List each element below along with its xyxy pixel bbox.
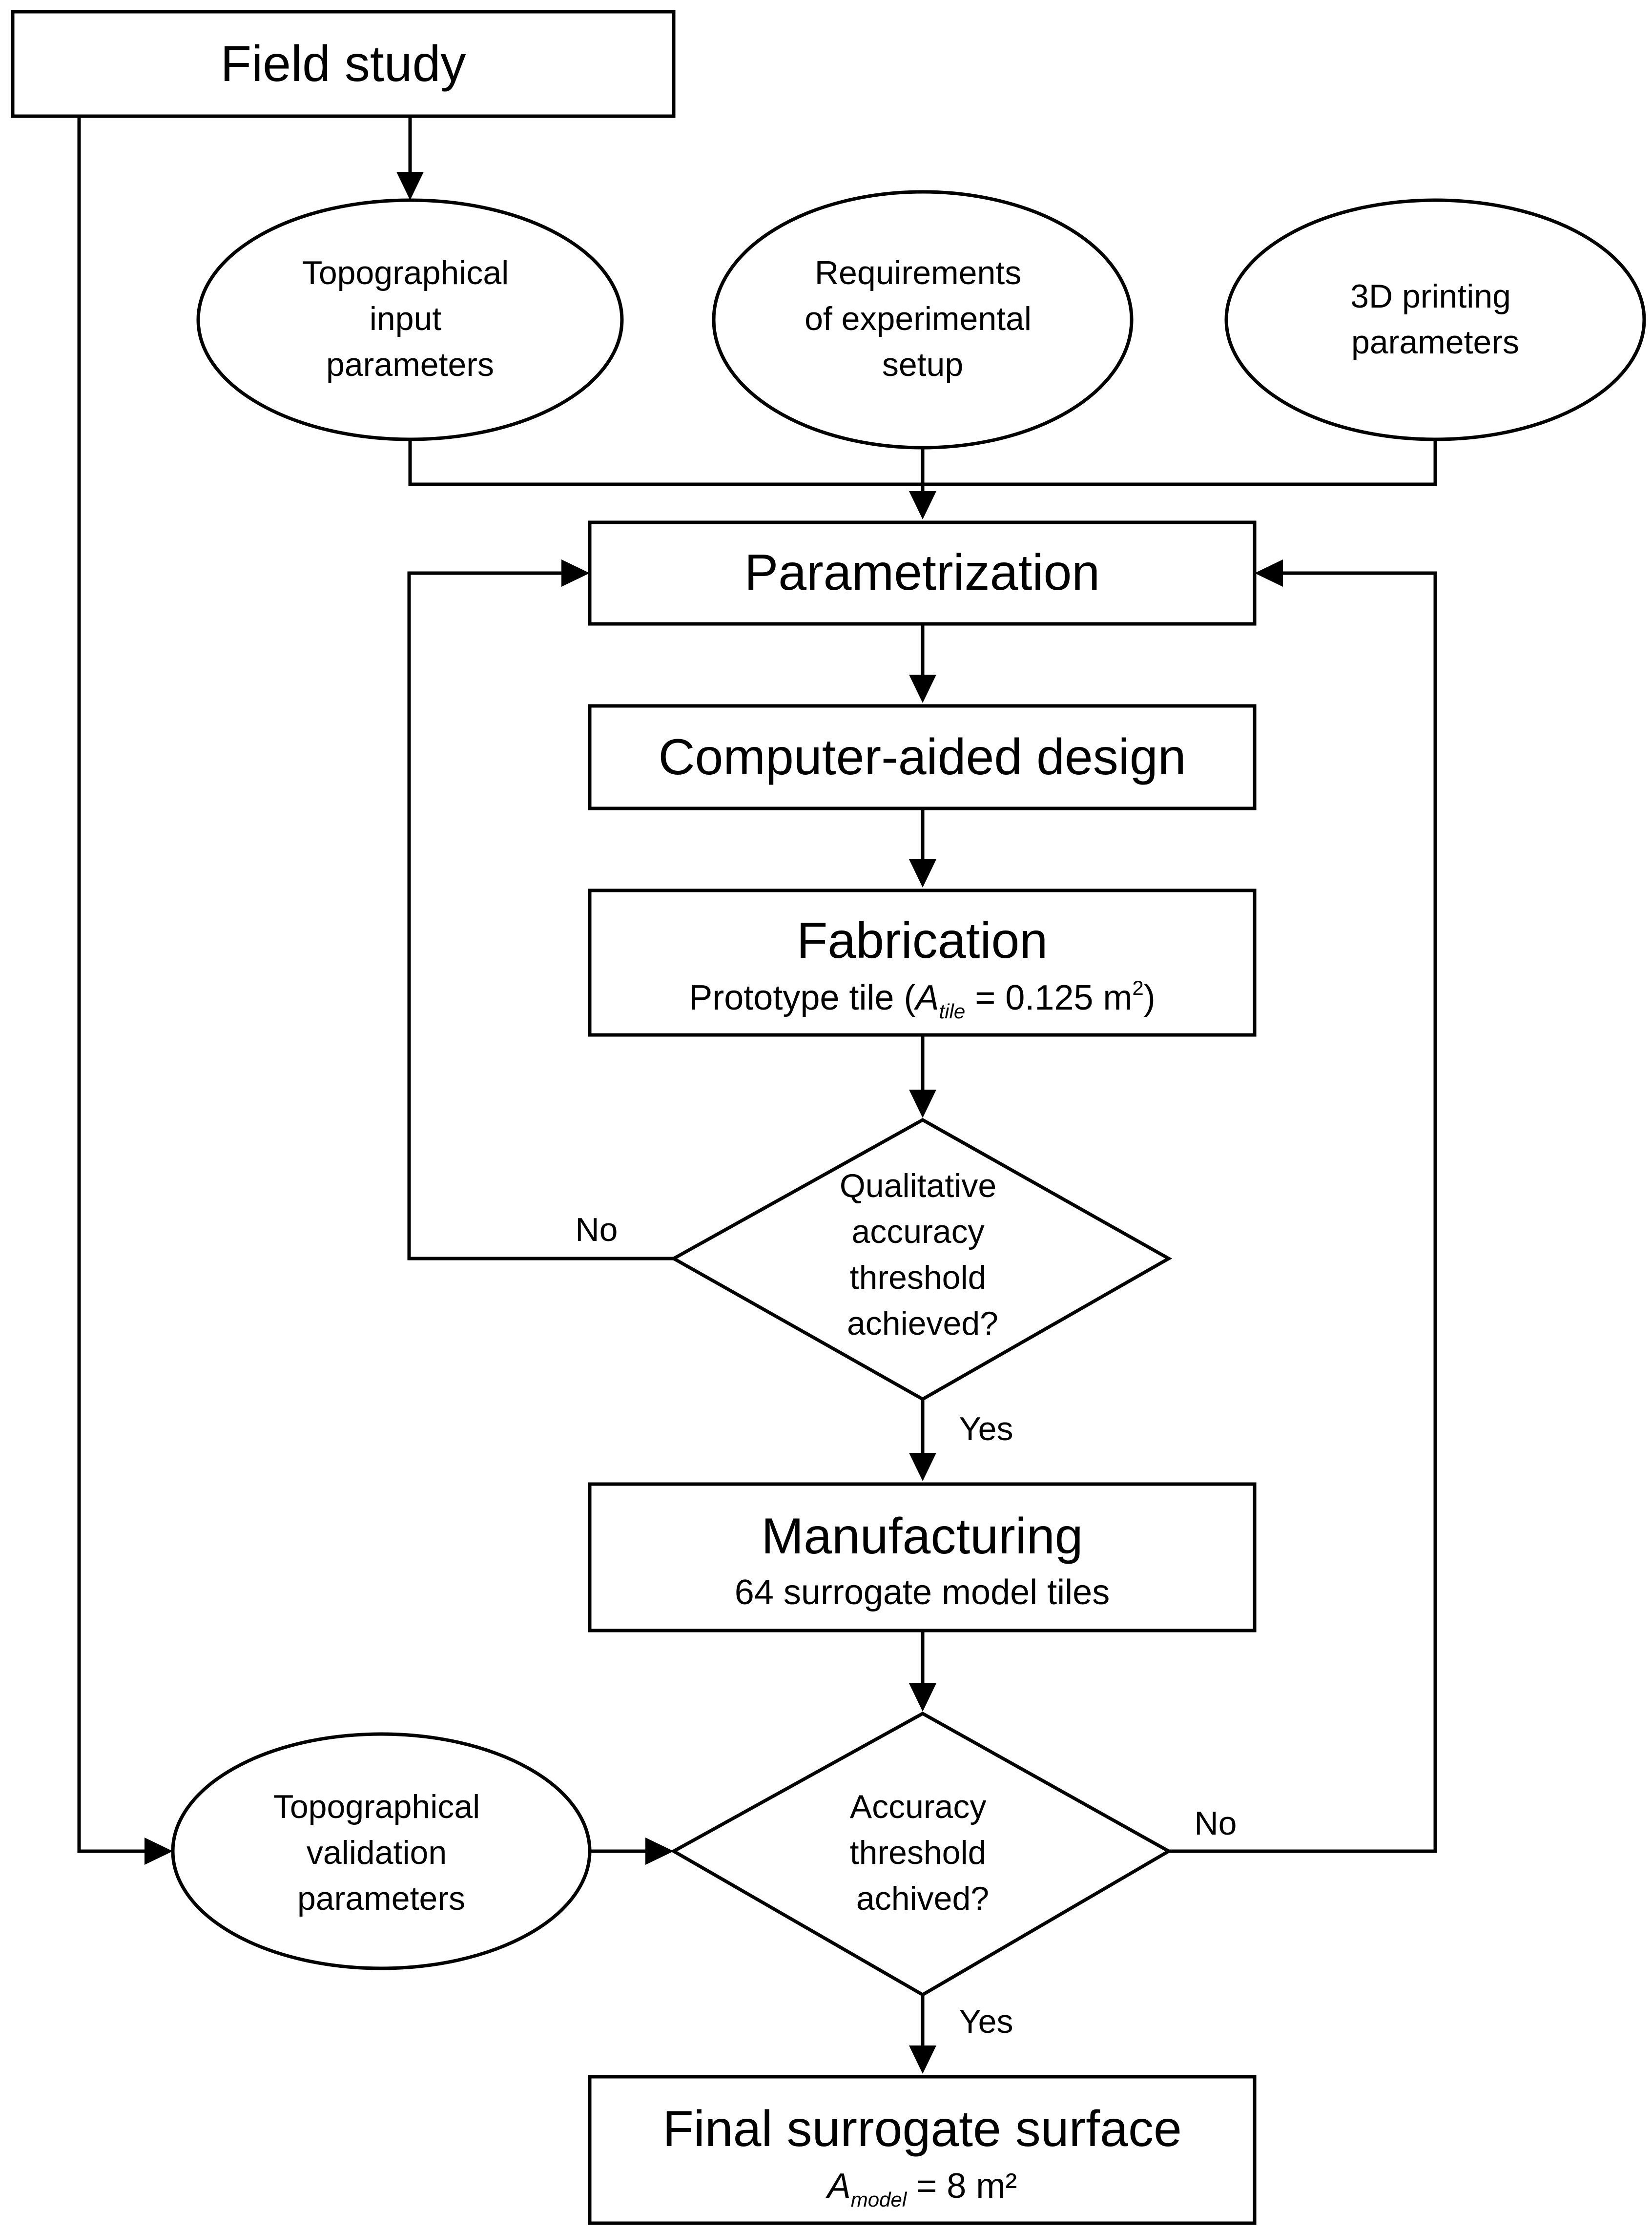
edge-labels: No Yes No Yes: [576, 1211, 1237, 2040]
accuracy-yes-label: Yes: [959, 2003, 1013, 2040]
topo-input-label: Topographical input parameters: [302, 254, 518, 383]
node-fabrication: Fabrication Prototype tile (Atile = 0.12…: [588, 888, 1257, 1037]
fabrication-title: Fabrication: [797, 912, 1048, 969]
node-manufacturing: Manufacturing 64 surrogate model tiles: [588, 1482, 1257, 1632]
node-qualitative-check: Qualitative accuracy threshold achieved?: [670, 1117, 1173, 1402]
node-topo-validation: Topographical validation parameters: [171, 1732, 592, 1970]
fabrication-subtitle: Prototype tile (Atile = 0.125 m2): [689, 976, 1156, 1023]
node-cad: Computer-aided design: [588, 704, 1257, 810]
qualitative-no-label: No: [576, 1211, 618, 1248]
node-3d-printing: 3D printing parameters: [1224, 198, 1646, 441]
arrowhead-final: [909, 2045, 936, 2074]
arrowhead-parametrization-left: [561, 559, 590, 587]
node-parametrization: Parametrization: [588, 520, 1257, 626]
edge-inputs-merge: [408, 439, 1437, 491]
arrowhead-topo-input: [396, 172, 424, 200]
cad-label: Computer-aided design: [658, 729, 1186, 785]
qualitative-check-label: Qualitative accuracy threshold achieved?: [840, 1167, 1006, 1342]
node-requirements: Requirements of experimental setup: [712, 190, 1134, 450]
edge-accuracy-no-loop: [1169, 571, 1437, 1853]
arrowhead-qualitative: [909, 1090, 936, 1118]
final-surface-subtitle: Amodel = 8 m²: [826, 2167, 1017, 2211]
edges: [77, 116, 1437, 2074]
requirements-label: Requirements of experimental setup: [805, 254, 1041, 383]
arrowhead-accuracy: [909, 1683, 936, 1712]
parametrization-label: Parametrization: [744, 544, 1100, 601]
node-final-surface: Final surrogate surface Amodel = 8 m²: [588, 2075, 1257, 2225]
arrowhead-manufacturing: [909, 1453, 936, 1481]
final-surface-title: Final surrogate surface: [662, 2101, 1182, 2157]
arrowhead-parametrization-right: [1255, 559, 1283, 587]
field-study-label: Field study: [221, 36, 466, 92]
arrowhead-fabrication: [909, 859, 936, 888]
manufacturing-title: Manufacturing: [761, 1508, 1083, 1565]
edge-qualitative-no-loop: [407, 571, 674, 1260]
accuracy-no-label: No: [1195, 1805, 1237, 1842]
accuracy-check-label: Accuracy threshold achived?: [850, 1788, 996, 1917]
arrowhead-topo-validation: [145, 1838, 173, 1865]
printing-label: 3D printing parameters: [1350, 278, 1520, 361]
node-accuracy-check: Accuracy threshold achived?: [670, 1711, 1173, 1997]
qualitative-yes-label: Yes: [959, 1410, 1013, 1447]
topo-validation-label: Topographical validation parameters: [273, 1788, 489, 1917]
node-field-study: Field study: [11, 10, 676, 118]
arrowhead-accuracy-left: [645, 1838, 674, 1865]
arrowhead-cad: [909, 675, 936, 703]
manufacturing-subtitle: 64 surrogate model tiles: [735, 1573, 1110, 1612]
arrowhead-parametrization-top: [909, 491, 936, 519]
edge-field-study-to-topo-validation: [77, 116, 145, 1853]
node-topo-input: Topographical input parameters: [196, 198, 624, 441]
